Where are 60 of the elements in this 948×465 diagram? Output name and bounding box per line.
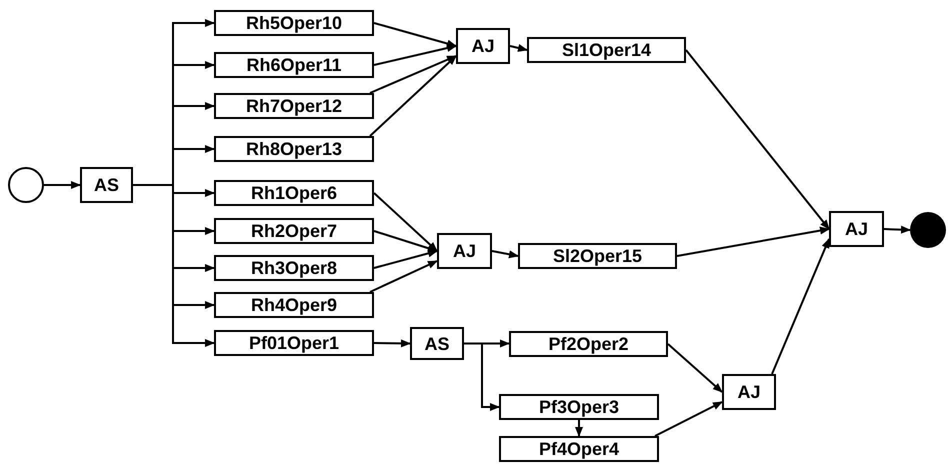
process-box (214, 218, 374, 244)
process-box (80, 167, 133, 203)
process-box (214, 180, 374, 206)
arrow (373, 192, 438, 252)
box-label: Rh1Oper6 (250, 184, 338, 202)
box-label: Rh5Oper10 (246, 14, 342, 32)
arrow (884, 226, 911, 234)
process-box (214, 52, 374, 78)
box-label: Pf3Oper3 (538, 398, 620, 416)
box-label: Rh6Oper11 (246, 56, 342, 74)
process-box (410, 327, 464, 360)
box-label: Pf2Oper2 (548, 335, 629, 353)
arrow (510, 44, 528, 52)
process-box (214, 136, 374, 162)
box-label: Rh8Oper13 (246, 140, 342, 158)
arrow (464, 342, 500, 411)
process-box (214, 255, 374, 281)
arrow (654, 401, 723, 437)
process-box (527, 37, 686, 63)
process-box (499, 394, 659, 420)
process-box (214, 10, 374, 36)
process-box (437, 233, 492, 269)
arrow (575, 420, 583, 437)
box-label: Sl2Oper15 (552, 247, 642, 265)
process-box (829, 211, 884, 247)
box-label: Pf4Oper4 (538, 440, 620, 458)
process-box (509, 331, 668, 357)
process-box (214, 93, 374, 119)
box-label: AJ (452, 242, 476, 260)
process-box (722, 374, 776, 410)
box-label: Rh4Oper9 (250, 296, 338, 314)
box-label: Rh2Oper7 (250, 222, 338, 240)
arrow (685, 49, 830, 230)
arrow (374, 339, 411, 348)
box-label: AJ (844, 220, 868, 238)
box-label: Rh7Oper12 (246, 97, 342, 115)
arrow (676, 226, 830, 257)
process-box (518, 243, 677, 269)
arrow (771, 238, 830, 374)
box-label: Pf01Oper1 (248, 334, 340, 352)
arrow (374, 22, 457, 48)
arrow (370, 260, 438, 293)
box-label: AS (94, 176, 119, 194)
process-box (456, 28, 510, 64)
box-label: Rh3Oper8 (250, 259, 338, 277)
box-label: AJ (737, 383, 760, 401)
arrow (133, 184, 215, 347)
box-label: Sl1Oper14 (562, 41, 652, 59)
arrow (44, 181, 81, 189)
box-label: AS (424, 334, 450, 352)
process-box (214, 330, 374, 356)
arrow (370, 55, 457, 94)
process-box (214, 292, 374, 318)
arrow (374, 249, 438, 269)
arrow (369, 55, 457, 137)
arrow (374, 44, 457, 66)
box-label: AJ (471, 37, 494, 55)
arrow (492, 250, 519, 258)
arrow (667, 343, 723, 393)
process-box (499, 436, 659, 462)
